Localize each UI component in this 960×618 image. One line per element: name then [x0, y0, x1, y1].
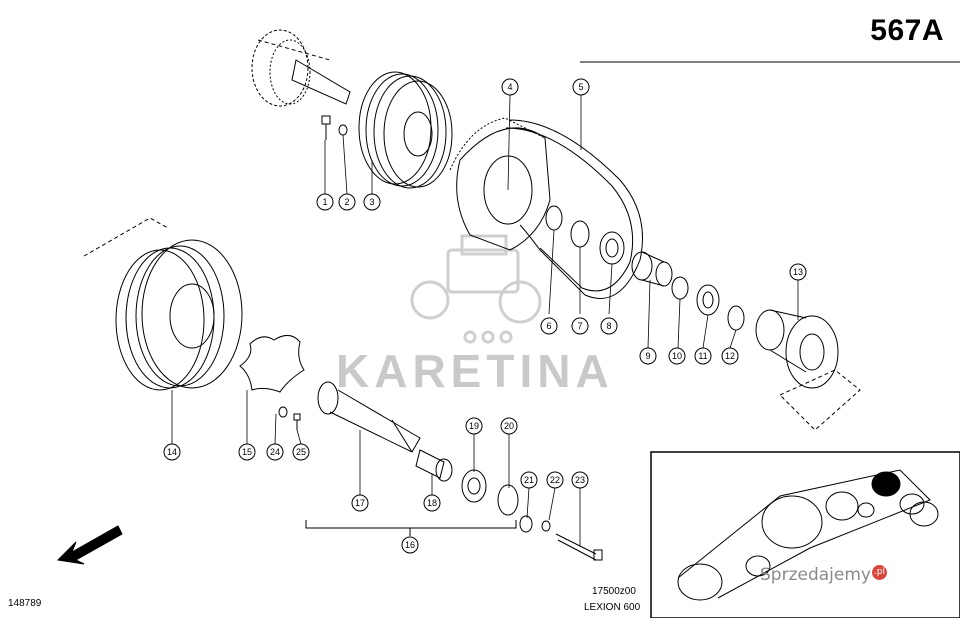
part-12-circlip — [727, 305, 745, 331]
part-24-washer — [278, 406, 288, 418]
part-6-seal — [545, 205, 563, 231]
part-18-bushing — [415, 449, 453, 482]
callout-11 — [694, 347, 712, 365]
callout-1 — [316, 193, 334, 211]
callout-6-label: 6 — [546, 321, 551, 331]
callout-10 — [668, 347, 686, 365]
callout-21-label: 21 — [524, 475, 534, 485]
callout-8-label: 8 — [606, 321, 611, 331]
callout-3 — [363, 193, 381, 211]
part-21-washer — [519, 515, 533, 533]
callout-2-label: 2 — [344, 197, 349, 207]
callout-23 — [571, 471, 589, 489]
part-7-circlip — [570, 220, 590, 248]
brand-watermark: Sprzedajemy.pl — [760, 565, 887, 585]
part-14-large-pulley — [83, 217, 243, 391]
callout-1-label: 1 — [322, 197, 327, 207]
callout-4 — [501, 78, 519, 96]
callout-22 — [546, 471, 564, 489]
callout-7-label: 7 — [577, 321, 582, 331]
drive-shaft-hub — [251, 29, 351, 107]
callout-16-label: 16 — [405, 540, 415, 550]
callout-25 — [292, 443, 310, 461]
page-number: 567A — [870, 14, 944, 47]
callout-15 — [238, 443, 256, 461]
part-25-screw — [293, 413, 301, 430]
part-10-ring — [671, 276, 689, 300]
direction-arrow-icon — [56, 525, 123, 565]
part-3-pulley — [358, 71, 453, 189]
callout-5-label: 5 — [578, 82, 583, 92]
callout-4-label: 4 — [507, 82, 512, 92]
callout-15-label: 15 — [242, 447, 252, 457]
callout-7 — [571, 317, 589, 335]
part-15-rubber-element — [239, 335, 305, 393]
callout-12-label: 12 — [725, 351, 735, 361]
callout-14-label: 14 — [167, 447, 177, 457]
callout-25-label: 25 — [296, 447, 306, 457]
callout-10-label: 10 — [672, 351, 682, 361]
part-17-shaft — [317, 381, 421, 453]
shop-watermark: KARETINA — [336, 345, 614, 397]
callouts: 1 2 3 4 5 6 7 8 9 10 11 12 13 14 15 16 1… — [163, 78, 807, 554]
callout-19-label: 19 — [469, 421, 479, 431]
callout-9-label: 9 — [645, 351, 650, 361]
part-1-bolt — [321, 115, 331, 140]
part-4-housing — [449, 117, 551, 251]
part-2-washer — [338, 124, 348, 136]
part-23-bolt — [555, 533, 603, 561]
part-19-bearing — [461, 469, 487, 503]
drawing-code: 17500z00 — [592, 586, 636, 597]
part-16-bracket — [305, 520, 517, 529]
callout-17-label: 17 — [355, 498, 365, 508]
callout-2 — [338, 193, 356, 211]
brand-badge: .pl — [871, 565, 887, 580]
callout-13 — [789, 263, 807, 281]
callout-13-label: 13 — [793, 267, 803, 277]
part-22-washer — [541, 520, 551, 532]
callout-23-label: 23 — [575, 475, 585, 485]
callout-19 — [465, 417, 483, 435]
tractor-watermark — [410, 234, 542, 344]
callout-20 — [500, 417, 518, 435]
callout-22-label: 22 — [550, 475, 560, 485]
part-13-flange-hub — [755, 309, 861, 431]
callout-6 — [540, 317, 558, 335]
callout-3-label: 3 — [369, 197, 374, 207]
callout-18-label: 18 — [427, 498, 437, 508]
part-11-bearing — [696, 284, 720, 316]
part-20-circlip — [497, 484, 519, 516]
leader-lines — [171, 94, 799, 546]
brand-watermark-text: Sprzedajemy — [760, 565, 871, 585]
callout-12 — [721, 347, 739, 365]
callout-11-label: 11 — [698, 351, 707, 361]
callout-20-label: 20 — [504, 421, 514, 431]
part-5-belt — [505, 119, 643, 299]
callout-8 — [600, 317, 618, 335]
callout-18 — [423, 494, 441, 512]
callout-16 — [401, 536, 419, 554]
belt-layout-inset — [650, 451, 960, 618]
callout-9 — [639, 347, 657, 365]
callout-5 — [572, 78, 590, 96]
part-9-sleeve — [631, 251, 673, 287]
callout-14 — [163, 443, 181, 461]
callout-24 — [266, 443, 284, 461]
callout-24-label: 24 — [270, 447, 280, 457]
document-code: 148789 — [8, 598, 42, 609]
callout-21 — [520, 471, 538, 489]
part-8-bearing — [599, 231, 625, 265]
callout-17 — [351, 494, 369, 512]
model-name: LEXION 600 — [584, 602, 641, 613]
